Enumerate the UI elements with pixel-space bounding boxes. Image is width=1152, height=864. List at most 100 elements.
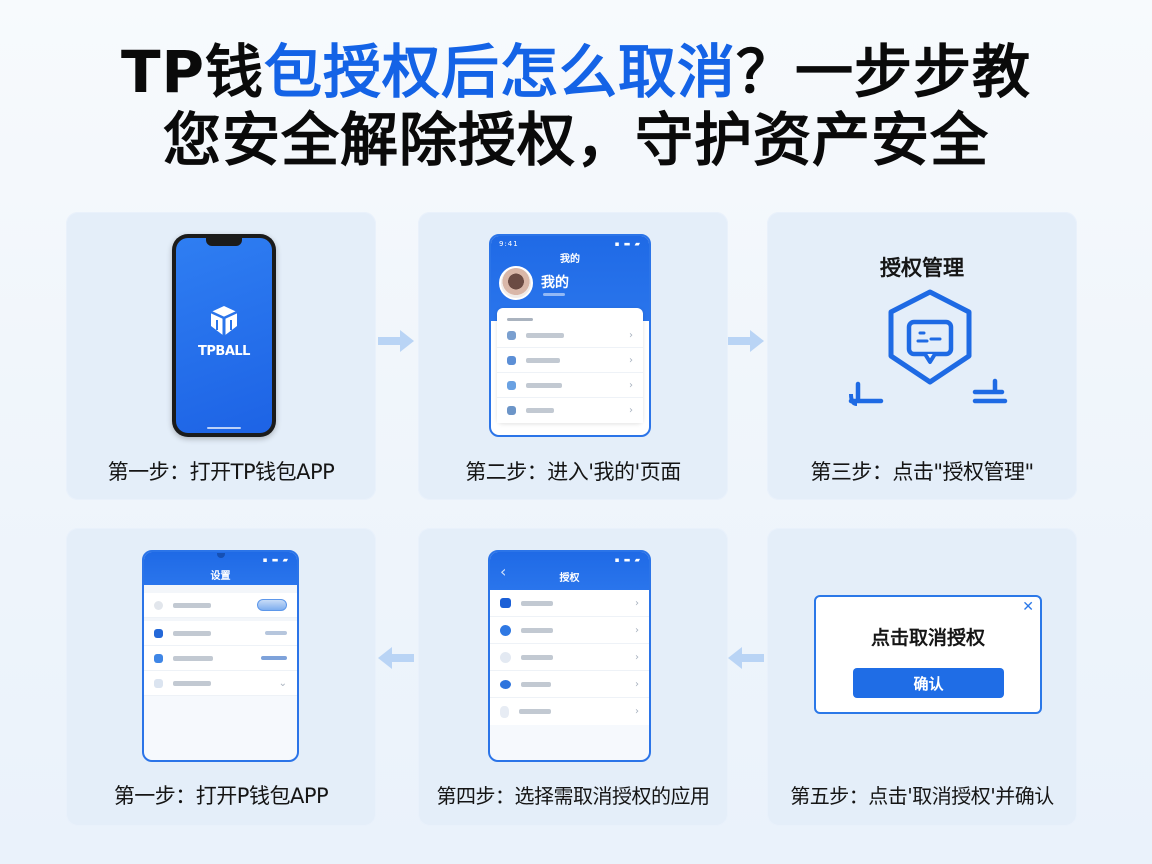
settings-icon <box>154 653 163 663</box>
title-highlight: 包授权后怎么取消 <box>264 38 737 106</box>
app-label <box>519 709 551 714</box>
app-icon <box>500 679 511 689</box>
auth-management-label[interactable]: 授权管理 <box>880 256 964 280</box>
section-label <box>507 318 533 321</box>
menu-icon <box>507 355 516 365</box>
app-label <box>521 600 553 606</box>
confirm-button[interactable]: 确认 <box>853 668 1004 698</box>
arrow-right-icon <box>728 330 764 352</box>
settings-row[interactable] <box>144 621 297 646</box>
app-list-header-title: 授权 <box>559 573 580 584</box>
app-list: › › › › › <box>490 590 649 725</box>
confirm-dialog: ✕ 点击取消授权 确认 <box>814 595 1042 714</box>
menu-icon <box>507 380 516 390</box>
step-caption: 第五步：点击'取消授权'并确认 <box>790 784 1054 808</box>
menu-label <box>526 408 554 413</box>
app-row[interactable]: › <box>490 590 649 617</box>
back-chevron-icon[interactable]: ‹ <box>500 562 507 581</box>
menu-label <box>526 357 560 363</box>
settings-label <box>173 630 211 636</box>
chevron-right-icon: › <box>629 354 633 366</box>
app-icon <box>500 705 509 718</box>
step-caption: 第四步：选择需取消授权的应用 <box>436 784 711 808</box>
app-label <box>521 654 553 660</box>
app-icon <box>500 624 511 636</box>
step-caption: 第三步：点击"授权管理" <box>810 460 1034 484</box>
page-title: TP钱包授权后怎么取消？一步步教 您安全解除授权，守护资产安全 <box>0 38 1152 174</box>
status-icons: ▪ ▬ ▰ <box>614 240 641 248</box>
app-list-header: ‹ ▪ ▬ ▰ 授权 <box>490 552 649 590</box>
menu-icon <box>507 406 516 415</box>
chevron-right-icon: › <box>635 624 639 636</box>
toggle-switch[interactable] <box>257 599 287 611</box>
profile-header: 9:41 ▪ ▬ ▰ 我的 我的 <box>491 236 649 321</box>
app-row[interactable]: › <box>490 617 649 644</box>
status-icons: ▪ ▬ ▰ <box>614 556 641 564</box>
chevron-down-icon: ⌄ <box>278 677 287 689</box>
settings-icon <box>154 678 163 688</box>
settings-screen-mockup: ▪ ▬ ▰ 设置 ⌄ <box>142 550 299 762</box>
menu-row[interactable]: › <box>497 398 643 423</box>
menu-row[interactable]: › <box>497 373 643 398</box>
app-row[interactable]: › <box>490 698 649 725</box>
app-list-screen-mockup: ‹ ▪ ▬ ▰ 授权 › › › › › <box>488 550 651 762</box>
app-label <box>521 627 553 633</box>
step-card-2: 9:41 ▪ ▬ ▰ 我的 我的 › › › › 第二步：进入'我的'页面 <box>418 212 728 500</box>
step-caption: 第一步：打开P钱包APP <box>113 784 329 808</box>
home-indicator <box>207 427 241 429</box>
menu-label <box>526 332 564 338</box>
settings-list: ⌄ <box>144 585 297 696</box>
tp-wallet-logo-icon <box>210 306 238 336</box>
chevron-right-icon: › <box>635 651 639 663</box>
settings-value <box>261 656 287 660</box>
chevron-right-icon: › <box>635 678 639 690</box>
title-prefix: TP钱 <box>120 38 265 106</box>
avatar[interactable] <box>499 266 533 300</box>
chevron-right-icon: › <box>629 329 633 341</box>
settings-header: ▪ ▬ ▰ 设置 <box>144 552 297 585</box>
arrow-left-icon <box>728 647 764 669</box>
phone-screen: TPBALL <box>176 238 272 433</box>
settings-label <box>173 680 211 686</box>
settings-label <box>173 602 211 608</box>
step-card-1: TPBALL 第一步：打开TP钱包APP <box>66 212 376 500</box>
app-icon <box>500 651 511 663</box>
app-row[interactable]: › <box>490 644 649 671</box>
status-icons: ▪ ▬ ▰ <box>262 556 289 564</box>
arrow-right-icon <box>378 330 414 352</box>
step-card-lower-1: ▪ ▬ ▰ 设置 ⌄ 第一步：打开P钱包APP <box>66 528 376 826</box>
close-icon[interactable]: ✕ <box>1022 599 1034 615</box>
settings-row[interactable] <box>144 593 297 618</box>
arrow-left-icon <box>378 647 414 669</box>
user-id-placeholder <box>543 293 565 296</box>
camera-notch <box>216 553 225 558</box>
settings-header-title: 设置 <box>210 571 231 582</box>
user-name: 我的 <box>541 275 569 291</box>
app-row[interactable]: › <box>490 671 649 698</box>
profile-header-title: 我的 <box>560 254 580 265</box>
step-caption: 第二步：进入'我的'页面 <box>465 460 681 484</box>
menu-row[interactable]: › <box>497 348 643 373</box>
title-line-2: 您安全解除授权，守护资产安全 <box>162 106 989 174</box>
chevron-right-icon: › <box>635 597 639 609</box>
settings-icon <box>154 628 163 638</box>
profile-screen-mockup: 9:41 ▪ ▬ ▰ 我的 我的 › › › › <box>489 234 651 437</box>
chevron-right-icon: › <box>629 405 633 416</box>
chevron-right-icon: › <box>629 379 633 391</box>
step-card-4: ‹ ▪ ▬ ▰ 授权 › › › › › 第四步：选择需取消授权的应用 <box>418 528 728 826</box>
title-suffix: ？一步步教 <box>736 38 1032 106</box>
app-logo-text: TPBALL <box>198 344 250 359</box>
menu-icon <box>507 330 516 340</box>
step-card-3: 授权管理 第三步：点击"授权管理" <box>767 212 1077 500</box>
app-label <box>521 681 551 687</box>
phone-mockup: TPBALL <box>172 234 276 437</box>
cloud-icon <box>154 600 163 610</box>
phone-notch <box>206 238 242 246</box>
shield-message-icon[interactable] <box>845 286 1015 416</box>
settings-row[interactable] <box>144 646 297 671</box>
menu-row[interactable]: › <box>497 323 643 348</box>
menu-list: › › › › <box>497 308 643 423</box>
menu-label <box>526 382 562 388</box>
settings-row[interactable]: ⌄ <box>144 671 297 696</box>
settings-label <box>173 655 213 661</box>
